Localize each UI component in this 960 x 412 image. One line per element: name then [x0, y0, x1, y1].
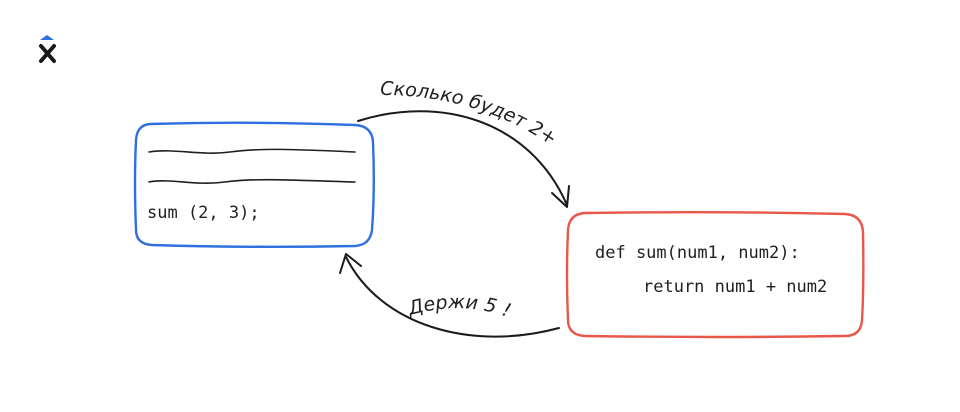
request-arrow: Сколько будет 2+3 ?	[0, 0, 570, 208]
response-label: Держи 5 !	[405, 291, 514, 322]
logo-accent-mark	[40, 35, 54, 40]
request-arrow-shaft	[357, 110, 568, 206]
caller-scribble-line-2	[148, 178, 356, 184]
caller-box: sum (2, 3);	[133, 121, 375, 248]
response-arrow-head	[339, 253, 362, 274]
request-arrow-head	[551, 185, 570, 208]
logo	[39, 35, 56, 63]
response-arrow: Держи 5 !	[339, 253, 560, 338]
callee-code-line-1: def sum(num1, num2):	[595, 243, 800, 263]
callee-code-line-2: return num1 + num2	[643, 277, 827, 297]
request-label: Сколько будет 2+3 ?	[0, 0, 561, 150]
callee-box-outline	[565, 211, 865, 339]
logo-x-mark	[39, 44, 56, 63]
caller-scribble-line-1	[148, 148, 356, 154]
request-label-path: Сколько будет 2+3 ?	[0, 0, 561, 150]
response-label-path: Держи 5 !	[405, 291, 514, 322]
callee-box: def sum(num1, num2): return num1 + num2	[565, 211, 865, 339]
caller-box-outline	[133, 121, 375, 248]
response-arrow-shaft	[345, 256, 560, 338]
caller-code: sum (2, 3);	[147, 203, 260, 223]
